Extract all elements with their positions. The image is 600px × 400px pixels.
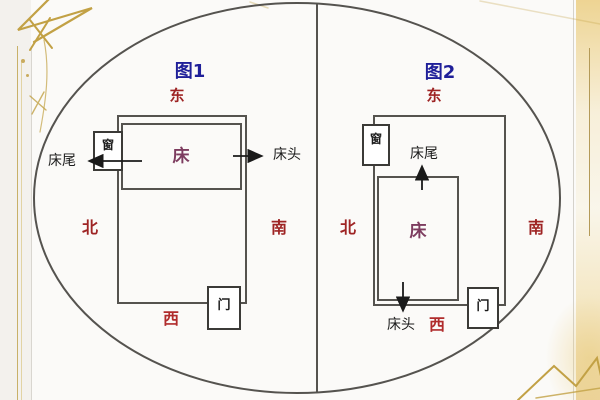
gold-border-line — [21, 62, 22, 400]
figure1-south-label: 南 — [270, 218, 288, 237]
figure2-window-box: 窗 — [362, 124, 390, 166]
figure2-bedtail-label: 床尾 — [410, 146, 438, 162]
figure2-east-label: 东 — [426, 86, 442, 105]
room-ellipse — [33, 2, 561, 394]
figure2-title: 图2 — [424, 62, 456, 83]
gold-watercolor-band — [576, 0, 600, 400]
figure2-bed-label: 床 — [409, 221, 427, 242]
card-edge-line — [31, 46, 32, 400]
figure2-bedhead-label: 床头 — [387, 317, 415, 333]
figure1-west-label: 西 — [162, 309, 180, 328]
figure1-door-box: 门 — [207, 286, 241, 330]
figure2-door-label: 门 — [476, 299, 490, 314]
figure2-door-box: 门 — [467, 287, 499, 329]
gold-border-line — [589, 48, 590, 236]
gold-dot — [21, 59, 25, 63]
figure2-west-label: 西 — [428, 315, 446, 334]
figure1-window-label: 窗 — [101, 138, 114, 152]
figure1-bedhead-label: 床头 — [273, 147, 301, 163]
figure1-north-label: 北 — [81, 218, 99, 237]
figure1-east-label: 东 — [169, 86, 185, 105]
figure1-bedtail-label: 床尾 — [48, 153, 76, 169]
figure2-south-label: 南 — [527, 218, 545, 237]
gold-dot — [26, 74, 29, 77]
figure1-title: 图1 — [174, 61, 206, 82]
card-edge-line — [573, 0, 574, 400]
figure2-window-label: 窗 — [369, 132, 382, 146]
figure2-room-rect — [373, 115, 506, 306]
figure1-room-rect — [117, 115, 247, 304]
figure2-north-label: 北 — [339, 218, 357, 237]
left-paper-edge — [0, 0, 31, 400]
figure1-bed-label: 床 — [172, 146, 190, 167]
gold-border-line — [17, 46, 18, 400]
figure1-door-label: 门 — [217, 298, 231, 313]
